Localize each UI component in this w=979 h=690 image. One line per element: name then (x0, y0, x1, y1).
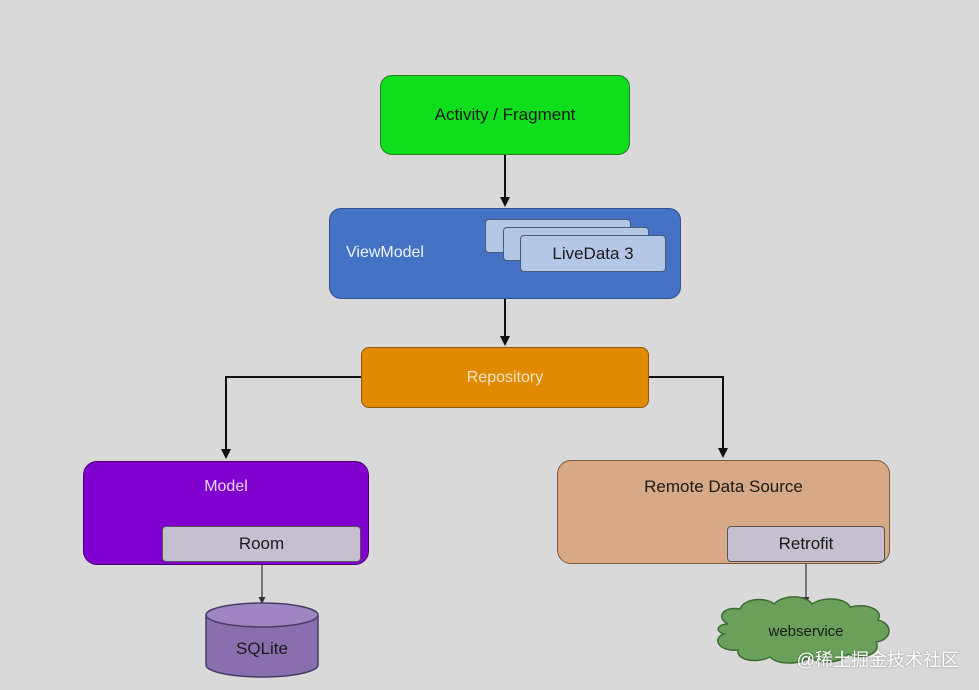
viewmodel-label: ViewModel (346, 244, 424, 261)
remote-data-source-label: Remote Data Source (644, 477, 803, 496)
sqlite-cylinder (205, 602, 319, 678)
webservice-cloud (717, 596, 890, 664)
room-label: Room (238, 534, 285, 553)
model-label: Model (204, 478, 248, 495)
viewmodel-box: ViewModel LiveData 3 (329, 208, 681, 299)
webservice-label: webservice (768, 623, 844, 640)
activity-fragment-box: Activity / Fragment (380, 75, 630, 155)
sqlite-label: SQLite (236, 639, 288, 658)
room-box: Room (162, 526, 361, 562)
remote-data-source-box: Remote Data Source Retrofit (557, 460, 890, 564)
arrow-repository-remote (649, 376, 728, 458)
activity-fragment-label: Activity / Fragment (434, 105, 576, 124)
retrofit-box: Retrofit (727, 526, 885, 562)
livedata-label: LiveData 3 (552, 243, 634, 263)
repository-box: Repository (361, 347, 649, 408)
livedata-card-front: LiveData 3 (520, 235, 666, 272)
model-box: Model Room (83, 461, 369, 565)
retrofit-label: Retrofit (778, 534, 834, 553)
watermark-text: @稀土掘金技术社区 (796, 650, 959, 670)
arrow-repository-model (221, 376, 361, 459)
repository-label: Repository (466, 368, 544, 386)
